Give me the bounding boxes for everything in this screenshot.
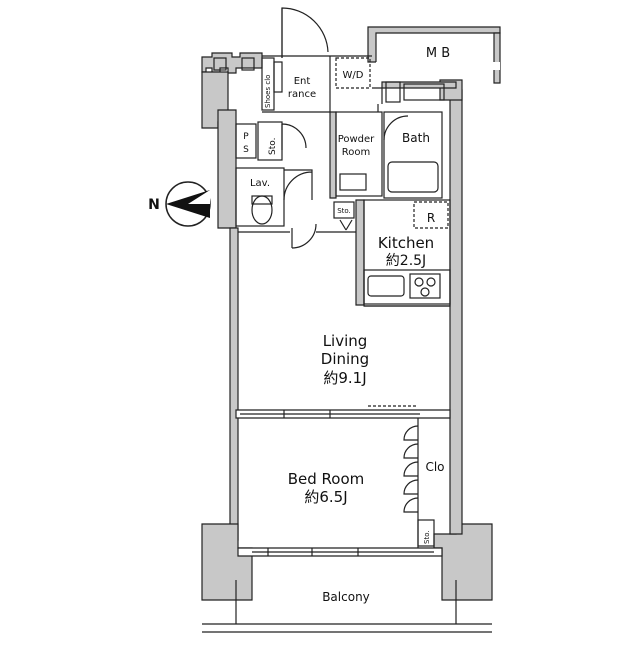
ps-label-p: P bbox=[243, 132, 249, 142]
entrance-label-2: rance bbox=[288, 89, 316, 100]
powder-label-2: Room bbox=[342, 147, 370, 158]
lavatory bbox=[235, 167, 317, 249]
top-fixtures bbox=[213, 57, 445, 103]
living-size: 約9.1J bbox=[323, 369, 366, 387]
entrance bbox=[261, 7, 372, 113]
shoes-closet-label: Shoes clo bbox=[264, 75, 272, 108]
ps-sto bbox=[235, 121, 307, 161]
living-label-2: Dining bbox=[321, 350, 369, 368]
north-label: N bbox=[148, 197, 160, 213]
lav-label: Lav. bbox=[250, 178, 270, 189]
bedroom-label: Bed Room bbox=[288, 470, 365, 488]
refrigerator-label: R bbox=[427, 211, 435, 225]
closet-label: Clo bbox=[425, 460, 444, 474]
structural-walls bbox=[201, 26, 501, 601]
powder-room bbox=[335, 87, 383, 197]
powder-label-1: Powder bbox=[338, 134, 375, 145]
bedroom-size: 約6.5J bbox=[304, 488, 347, 506]
bath bbox=[383, 111, 443, 199]
kitchen-label: Kitchen bbox=[378, 234, 434, 252]
kitchen-size: 約2.5J bbox=[386, 253, 426, 269]
wd-label: W/D bbox=[343, 70, 364, 81]
mb-label: M B bbox=[426, 46, 450, 61]
sto-small-label: Sto. bbox=[337, 207, 351, 215]
bath-label: Bath bbox=[402, 131, 430, 145]
ps-label-s: S bbox=[243, 145, 249, 155]
north-arrow-icon bbox=[165, 181, 211, 227]
sto-bed-label: Sto. bbox=[423, 530, 431, 544]
balcony bbox=[202, 580, 492, 633]
sto-hall-label: Sto. bbox=[268, 138, 278, 155]
living-dining bbox=[238, 231, 450, 418]
small-storage bbox=[333, 201, 355, 231]
washer-dryer bbox=[335, 57, 371, 89]
living-label-1: Living bbox=[323, 332, 368, 350]
balcony-label: Balcony bbox=[322, 590, 370, 604]
bedroom bbox=[252, 418, 435, 556]
entrance-label-1: Ent bbox=[294, 76, 311, 87]
